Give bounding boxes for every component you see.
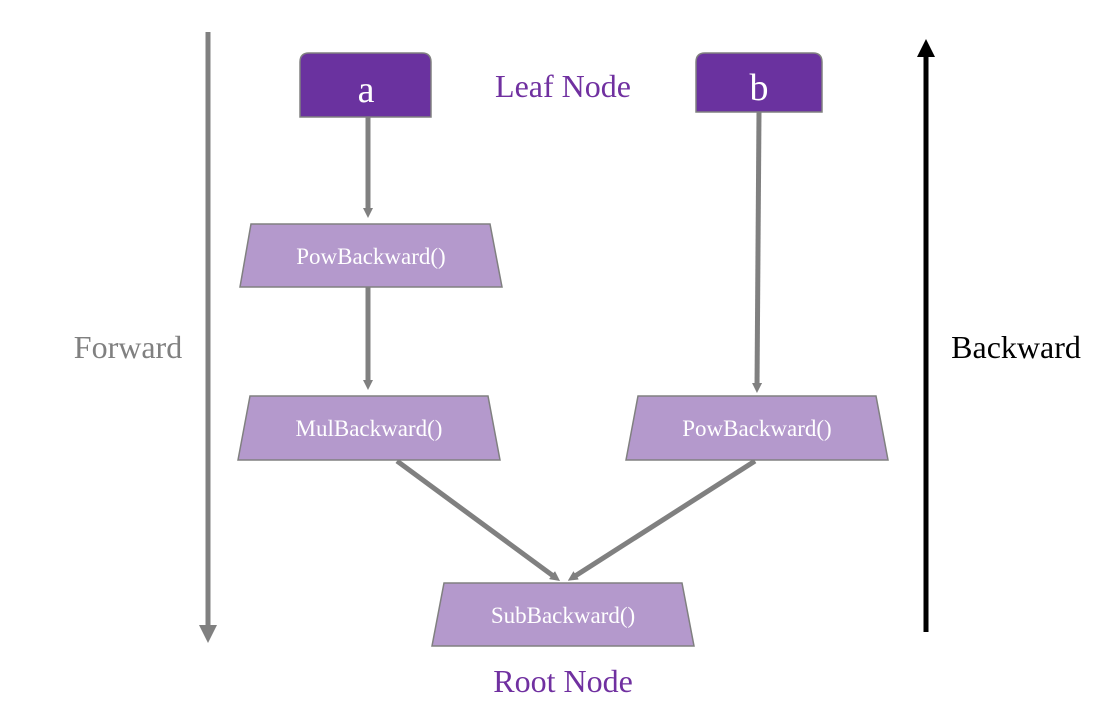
root-node-annotation: Root Node: [493, 663, 633, 699]
pow-backward-node-a: PowBackward(): [239, 223, 503, 288]
backward-label: Backward: [951, 329, 1081, 365]
leaf-node-a-label: a: [358, 69, 375, 111]
pow-backward-node-b-label: PowBackward(): [682, 416, 831, 441]
edge-powbackward-b-to-subbackward: [567, 458, 757, 581]
pow-backward-node-a-label: PowBackward(): [296, 244, 445, 269]
mul-backward-node: MulBackward(): [237, 395, 501, 461]
mul-backward-node-label: MulBackward(): [296, 416, 443, 441]
forward-label: Forward: [74, 329, 182, 365]
leaf-node-b-label: b: [750, 67, 769, 109]
leaf-node-b: b: [695, 52, 823, 113]
leaf-node-a: a: [299, 52, 432, 118]
sub-backward-node: SubBackward(): [431, 582, 695, 647]
edge-mulbackward-to-subbackward: [395, 458, 561, 581]
pow-backward-node-b: PowBackward(): [625, 395, 889, 461]
leaf-node-annotation: Leaf Node: [495, 68, 631, 104]
edge-b-to-powbackward: [752, 111, 763, 393]
sub-backward-node-label: SubBackward(): [491, 603, 635, 628]
